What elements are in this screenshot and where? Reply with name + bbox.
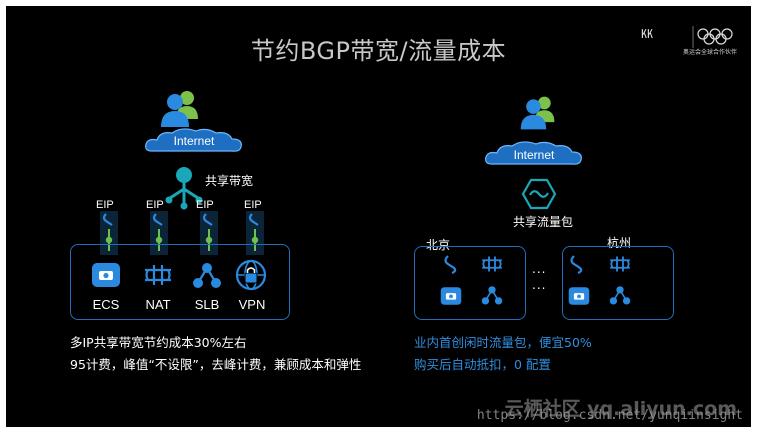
nat-icon xyxy=(482,256,502,272)
users-icon xyxy=(520,96,555,130)
shared-bandwidth-label: 共享带宽 xyxy=(205,174,254,188)
slide-title: 节约BGP带宽/流量成本 xyxy=(250,37,507,65)
eip-label: EIP xyxy=(96,199,114,211)
eip-label: EIP xyxy=(146,199,164,211)
service-label-ecs: ECS xyxy=(92,297,120,312)
slb-icon xyxy=(193,263,221,288)
site-watermark: 云栖社区 yq.aliyun.com xyxy=(504,398,737,420)
left-note-2: 95计费，峰值“不设限”，去峰计费，兼顾成本和弹性 xyxy=(70,357,362,372)
vpn-icon xyxy=(235,259,267,291)
region-beijing-box xyxy=(414,246,526,320)
services-box xyxy=(70,244,290,320)
eip-icon xyxy=(444,255,457,275)
nat-icon xyxy=(145,265,171,285)
ellipsis: ... xyxy=(532,278,547,292)
eip-label: EIP xyxy=(244,199,262,211)
right-note-1: 业内首创闲时流量包，便宜50% xyxy=(414,335,592,350)
eip-label: EIP xyxy=(196,199,214,211)
internet-label: Internet xyxy=(173,134,215,148)
traffic-package-icon xyxy=(521,178,557,210)
logo-caption: 奥运会全球合作伙伴 xyxy=(682,49,737,56)
ecs-icon xyxy=(92,263,120,287)
eip-icon xyxy=(570,255,583,275)
right-note-2: 购买后自动抵扣，0 配置 xyxy=(414,357,551,372)
ecs-icon xyxy=(568,287,590,305)
service-label-nat: NAT xyxy=(145,297,171,312)
region-hangzhou-box xyxy=(562,246,674,320)
olympic-partner-logo: ㏍ xyxy=(641,26,733,48)
ellipsis: ... xyxy=(532,262,547,276)
left-note-1: 多IP共享带宽节约成本30%左右 xyxy=(70,335,247,350)
traffic-package-label: 共享流量包 xyxy=(513,215,574,229)
slb-icon xyxy=(609,286,631,305)
internet-cloud-icon xyxy=(145,128,242,152)
service-label-slb: SLB xyxy=(194,297,220,312)
slb-icon xyxy=(481,286,503,305)
slide: 节约BGP带宽/流量成本 ㏍ 奥运会全球合作伙伴 Internet 共享带宽 E… xyxy=(6,6,751,427)
internet-label: Internet xyxy=(513,148,555,162)
shared-bandwidth-hub-icon xyxy=(165,167,203,210)
internet-cloud-icon xyxy=(485,141,582,165)
region-beijing-label: 北京 xyxy=(426,238,451,252)
users-icon xyxy=(161,91,198,127)
url-watermark: https://blog.csdn.net/yunqiinsight xyxy=(476,408,743,423)
nat-icon xyxy=(610,256,630,272)
ecs-icon xyxy=(440,287,462,305)
svg-text:㏍: ㏍ xyxy=(641,27,653,41)
service-label-vpn: VPN xyxy=(238,297,266,312)
